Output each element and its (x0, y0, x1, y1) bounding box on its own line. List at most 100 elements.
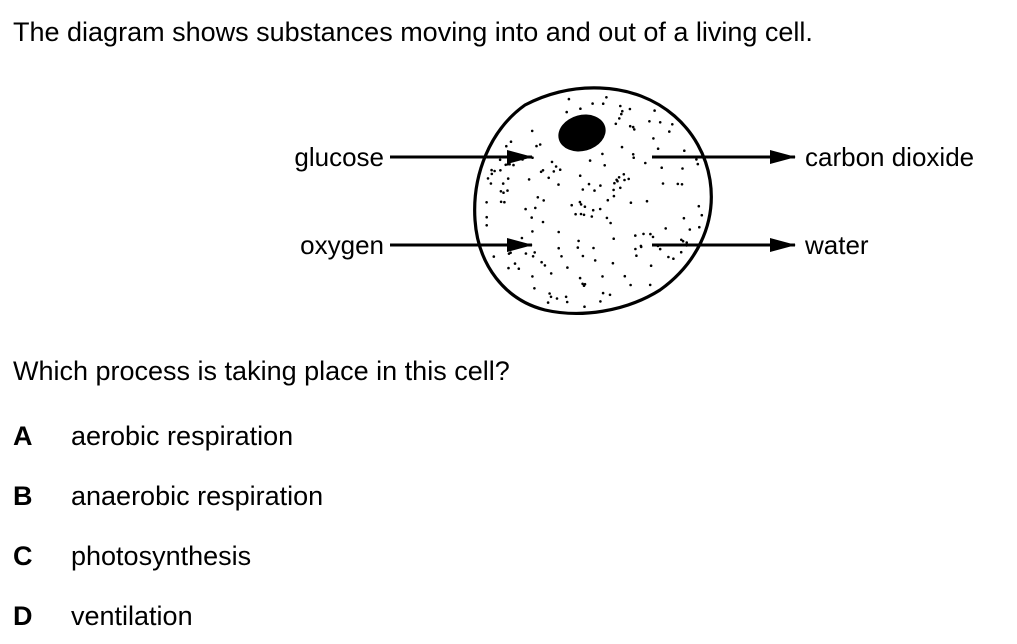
cytoplasm-dot (527, 178, 531, 181)
cytoplasm-dot (524, 252, 528, 255)
cytoplasm-dot (620, 145, 624, 149)
cytoplasm-dot (634, 234, 637, 237)
cytoplasm-dot (606, 198, 610, 202)
cytoplasm-dot (680, 183, 684, 186)
cytoplasm-dot (601, 102, 605, 105)
cytoplasm-dot (668, 130, 671, 133)
cytoplasm-dot (493, 169, 496, 173)
cell-membrane (473, 86, 713, 315)
cytoplasm-dot (557, 183, 560, 186)
cytoplasm-dot (577, 239, 580, 243)
option-letter: A (13, 421, 33, 451)
cytoplasm-dot (501, 182, 505, 185)
cytoplasm-dot (579, 107, 582, 110)
cytoplasm-dot (508, 248, 512, 251)
cytoplasm-dot (565, 300, 569, 304)
cytoplasm-dot (506, 189, 509, 192)
cytoplasm-dot (649, 232, 652, 236)
cytoplasm-dot (645, 199, 649, 203)
cytoplasm-dot (651, 235, 655, 239)
option-letter: D (13, 601, 33, 631)
cytoplasm-dot (612, 194, 616, 198)
cytoplasm-dot (570, 203, 573, 207)
cytoplasm-dot (627, 177, 630, 181)
cytoplasm-dot (578, 200, 582, 204)
cytoplasm-dot (688, 228, 692, 231)
cytoplasm-dot (653, 109, 656, 112)
cytoplasm-dot (538, 143, 542, 146)
cytoplasm-dot (622, 173, 626, 176)
cytoplasm-dot (599, 184, 602, 187)
cytoplasm-dot (635, 254, 638, 257)
cytoplasm-dot (524, 207, 527, 211)
cytoplasm-dot (530, 216, 533, 219)
cytoplasm-dot (499, 169, 502, 172)
cytoplasm-dot (517, 267, 521, 271)
cytoplasm-dot (555, 297, 559, 300)
cytoplasm-dot (534, 206, 537, 210)
glucose-label: glucose (294, 142, 384, 172)
cytoplasm-dot (550, 160, 554, 164)
cytoplasm-dot (697, 204, 701, 208)
intro-text: The diagram shows substances moving into… (13, 17, 813, 47)
cytoplasm-dot (623, 178, 626, 182)
cytoplasm-dot (631, 125, 635, 129)
cytoplasm-dot (683, 149, 686, 152)
cytoplasm-dot (601, 291, 605, 295)
cytoplasm-dot (660, 166, 663, 169)
cytoplasm-dot (530, 129, 534, 133)
cytoplasm-dot (576, 246, 580, 249)
cytoplasm-dot (499, 190, 503, 193)
cytoplasm-dot (520, 236, 524, 240)
cytoplasm-dot (552, 170, 556, 173)
option-text: aerobic respiration (71, 421, 294, 451)
cytoplasm-dot (502, 191, 505, 194)
cytoplasm-dot (485, 224, 489, 227)
cytoplasm-dot (605, 216, 609, 220)
cytoplasm-dot (509, 140, 513, 143)
cytoplasm-dot (549, 272, 553, 275)
cytoplasm-dot (639, 244, 643, 248)
cytoplasm-dot (601, 152, 604, 156)
cytoplasm-dots (485, 96, 704, 309)
cytoplasm-dot (601, 275, 604, 278)
cytoplasm-dot (620, 112, 623, 116)
cytoplasm-dot (499, 200, 503, 204)
cytoplasm-dot (698, 225, 701, 229)
cytoplasm-dot (664, 227, 667, 230)
cytoplasm-dot (548, 292, 551, 295)
cytoplasm-dot (574, 212, 577, 216)
option-letter: C (13, 541, 33, 571)
cytoplasm-dot (632, 156, 635, 159)
cytoplasm-dot (618, 117, 621, 120)
cytoplasm-dot (649, 264, 653, 268)
cytoplasm-dot (652, 137, 655, 140)
option-text: photosynthesis (71, 541, 252, 571)
cytoplasm-dot (504, 163, 508, 167)
cytoplasm-dot (615, 178, 618, 182)
cytoplasm-dot (619, 186, 622, 190)
question-text: Which process is taking place in this ce… (13, 356, 510, 386)
cytoplasm-dot (612, 188, 615, 192)
cytoplasm-dot (593, 189, 596, 192)
cytoplasm-dot (644, 161, 647, 165)
cytoplasm-dot (531, 275, 534, 278)
nucleus (558, 114, 606, 152)
cytoplasm-dot (613, 181, 616, 185)
cytoplasm-dot (547, 176, 550, 180)
cytoplasm-dot (591, 208, 595, 212)
cytoplasm-dot (498, 158, 502, 162)
option-text: ventilation (71, 601, 193, 631)
cytoplasm-dot (680, 238, 683, 242)
cytoplasm-dot (578, 174, 582, 177)
cytoplasm-dot (564, 295, 568, 299)
cytoplasm-dot (578, 276, 582, 280)
cytoplasm-dot (619, 104, 622, 108)
cytoplasm-dot (509, 251, 512, 254)
cytoplasm-dot (546, 301, 550, 304)
cytoplasm-dot (599, 300, 602, 303)
cytoplasm-dot (634, 247, 637, 251)
cytoplasm-dot (531, 254, 535, 258)
cytoplasm-dot (521, 158, 524, 161)
